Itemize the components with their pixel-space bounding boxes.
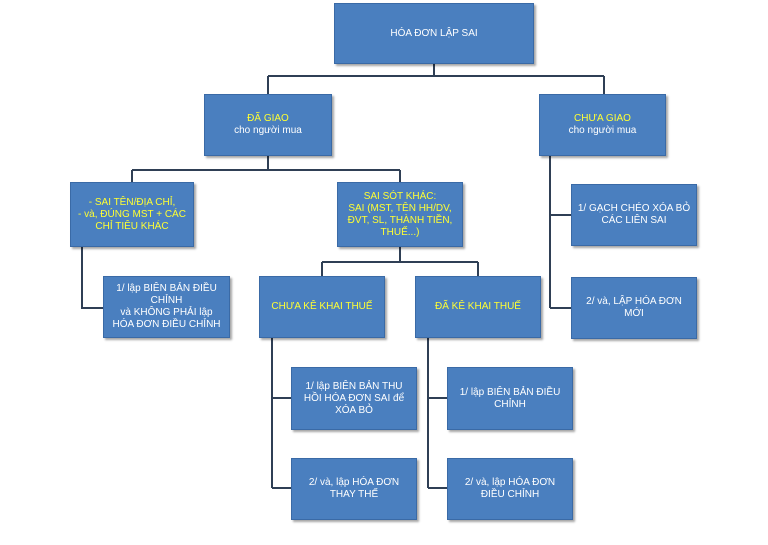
node-chua-ke-khai-thue: CHƯA KÊ KHAI THUẾ [259,276,385,338]
node-bien-ban-thu-hoi: 1/ lập BIÊN BẢN THU HỒI HÓA ĐƠN SAI để X… [291,367,417,430]
node-gach-cheo-line-1: CÁC LIÊN SAI [601,215,667,226]
node-da-ke-khai-line-0: ĐÃ KÊ KHAI THUẾ [435,301,521,312]
node-sai-sot-line-3: THUẾ...) [380,226,420,238]
node-bien-ban-thu-hoi-line-1: HỒI HÓA ĐƠN SAI để [303,392,405,404]
node-bien-ban-dc-left-line-3: HÓA ĐƠN ĐIỀU CHỈNH [112,319,221,330]
node-hd-dieu-chinh-line-1: ĐIỀU CHỈNH [480,489,540,500]
node-chua-giao-sub: cho người mua [568,125,637,136]
node-lap-hd-moi-line-1: MỚI [624,308,644,319]
node-hoa-don-dieu-chinh: 2/ và, lập HÓA ĐƠN ĐIỀU CHỈNH [447,458,573,520]
node-da-giao-title: ĐÃ GIAO [247,113,289,124]
node-bien-ban-dieu-chinh-right: 1/ lập BIÊN BẢN ĐIỀU CHỈNH [447,367,573,430]
connector-da-giao [131,156,401,182]
node-da-giao: ĐÃ GIAO cho người mua [204,94,332,156]
node-root-line-0: HÓA ĐƠN LẬP SAI [390,27,478,39]
node-bien-ban-dc-left-line-0: 1/ lập BIÊN BẢN ĐIỀU [116,283,217,294]
node-gach-cheo: 1/ GẠCH CHÉO XÓA BỎ CÁC LIÊN SAI [571,184,697,246]
node-bien-ban-thu-hoi-line-0: 1/ lập BIÊN BẢN THU [305,380,403,392]
connector-sai-sot [321,247,479,276]
connector-chua-giao [549,156,571,309]
node-chua-ke-khai-line-0: CHƯA KÊ KHAI THUẾ [271,301,373,312]
node-bien-ban-dc-right-line-1: CHỈNH [494,398,526,410]
node-sai-sot: SAI SÓT KHÁC: SAI (MST, TÊN HH/DV, ĐVT, … [337,182,463,247]
connector-sai-ten [81,247,103,309]
node-chua-giao-title: CHƯA GIAO [574,113,631,124]
node-bien-ban-dc-left-line-1: CHỈNH [150,295,183,306]
node-lap-hoa-don-moi: 2/ và, LẬP HÓA ĐƠN MỚI [571,277,697,339]
node-root: HÓA ĐƠN LẬP SAI [334,3,534,64]
connector-da-ke-khai [427,338,447,489]
node-hd-thay-the-line-1: THAY THẾ [329,489,379,500]
node-sai-sot-line-0: SAI SÓT KHÁC: [363,190,437,202]
node-bien-ban-dieu-chinh-left: 1/ lập BIÊN BẢN ĐIỀU CHỈNH và KHÔNG PHẢI… [103,276,230,338]
node-hd-dieu-chinh-line-0: 2/ và, lập HÓA ĐƠN [464,477,556,488]
node-da-ke-khai-thue: ĐÃ KÊ KHAI THUẾ [415,276,541,338]
node-sai-sot-line-2: ĐVT, SL, THÀNH TIỀN, [347,214,453,226]
node-gach-cheo-line-0: 1/ GẠCH CHÉO XÓA BỎ [577,203,691,214]
node-bien-ban-thu-hoi-line-2: XÓA BỎ [335,404,373,416]
node-sai-sot-line-1: SAI (MST, TÊN HH/DV, [348,202,452,214]
node-bien-ban-dc-left-line-2: và KHÔNG PHẢI lập [120,307,213,318]
node-bien-ban-dc-right-line-0: 1/ lập BIÊN BẢN ĐIỀU [459,386,561,398]
node-sai-ten-line-1: - và, ĐÚNG MST + CÁC [78,208,186,220]
node-hd-thay-the-line-0: 2/ và, lập HÓA ĐƠN [308,477,400,488]
node-hoa-don-thay-the: 2/ và, lập HÓA ĐƠN THAY THẾ [291,458,417,520]
node-sai-ten-line-0: - SAI TÊN/ĐỊA CHỈ, [88,196,176,208]
node-sai-ten: - SAI TÊN/ĐỊA CHỈ, - và, ĐÚNG MST + CÁC … [70,182,194,247]
connector-chua-ke-khai [271,338,291,489]
connector-root [267,64,605,94]
node-sai-ten-line-2: CHỈ TIÊU KHÁC [95,220,169,232]
node-chua-giao: CHƯA GIAO cho người mua [539,94,666,156]
node-da-giao-sub: cho người mua [234,125,302,136]
node-lap-hd-moi-line-0: 2/ và, LẬP HÓA ĐƠN [586,296,682,307]
